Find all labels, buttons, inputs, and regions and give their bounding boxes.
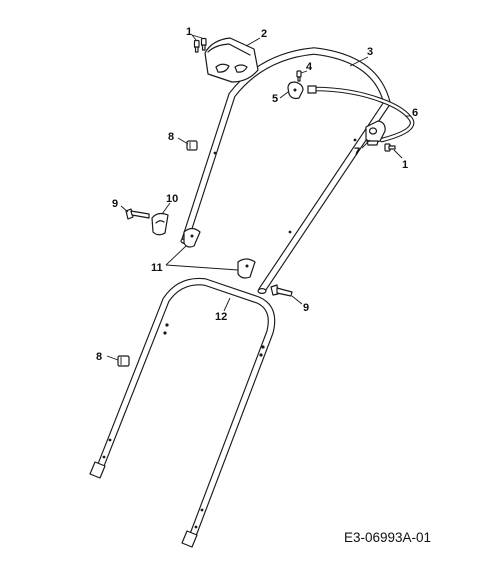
callout-5: 5 — [272, 93, 278, 105]
callout-8-lower: 8 — [96, 351, 102, 363]
callout-10: 10 — [166, 193, 178, 205]
clamp-lever-11-right — [237, 258, 256, 279]
cable-cover — [204, 37, 259, 83]
screw-4 — [296, 70, 302, 82]
spacer-8-lower — [117, 355, 130, 367]
upper-handle-tube — [180, 47, 391, 295]
handle-knob-10 — [151, 212, 169, 236]
lower-handle-left-sleeve — [89, 461, 106, 479]
cable-guide-clip — [365, 120, 386, 146]
callout-7: 7 — [354, 146, 360, 158]
cable-stop-5 — [287, 81, 304, 100]
callout-12: 12 — [215, 311, 227, 323]
callout-1-right: 1 — [402, 159, 408, 171]
callout-6: 6 — [412, 107, 418, 119]
callout-2: 2 — [261, 28, 267, 40]
screw-1b — [200, 37, 207, 51]
screw-1c — [384, 143, 396, 152]
callout-11: 11 — [151, 262, 163, 274]
callout-9-left: 9 — [112, 198, 118, 210]
callout-3: 3 — [367, 46, 373, 58]
callout-9-right: 9 — [303, 302, 309, 314]
screw-upper-pair — [193, 37, 207, 53]
callout-1-top: 1 — [186, 26, 192, 38]
lower-handle-right-bolt-hole — [261, 345, 265, 349]
screw-1a — [193, 39, 200, 53]
clamp-lever-11-left — [183, 227, 201, 248]
bolt-9-right — [270, 284, 293, 297]
callout-4: 4 — [306, 61, 313, 73]
lower-handle-left-bolt-hole — [165, 323, 169, 327]
upper-handle-right-end — [257, 288, 267, 295]
diagram-reference-code: E3-06993A-01 — [344, 530, 431, 545]
leader-lines — [106, 34, 411, 361]
lower-handle-right-sleeve — [181, 530, 198, 548]
spacer-8-upper — [186, 140, 198, 151]
bolt-9-left — [125, 208, 150, 220]
callout-8-upper: 8 — [168, 131, 174, 143]
callout-labels: 1 2 3 4 5 6 7 1 8 9 10 11 9 12 8 — [96, 26, 418, 363]
control-cable — [307, 85, 415, 143]
control-cable-end-fitting — [307, 85, 317, 94]
lower-handle-tube — [89, 277, 276, 548]
